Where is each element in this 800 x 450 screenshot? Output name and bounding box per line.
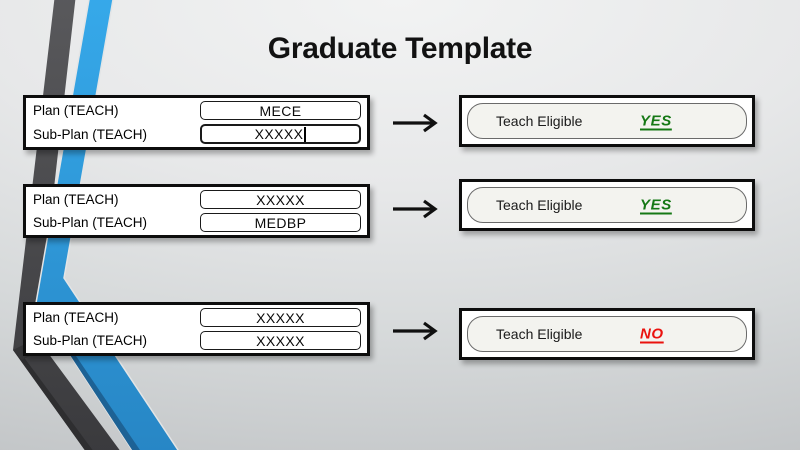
- subplan-label: Sub-Plan (TEACH): [33, 126, 148, 142]
- subplan-field-value: XXXXX: [254, 126, 304, 142]
- subplan-label: Sub-Plan (TEACH): [33, 215, 148, 230]
- gray-stripe-shadow-edge: [13, 350, 93, 450]
- page-title: Graduate Template: [267, 32, 533, 65]
- plan-field-input[interactable]: XXXXX: [200, 190, 361, 209]
- right-arrow-icon: [393, 199, 438, 219]
- plan-field-value: MECE: [259, 102, 302, 119]
- plan-label: Plan (TEACH): [33, 192, 119, 207]
- plan-row: Plan (TEACH) XXXXX: [33, 308, 361, 327]
- subplan-label: Sub-Plan (TEACH): [33, 333, 148, 348]
- plan-label: Plan (TEACH): [33, 310, 119, 325]
- subplan-field-input[interactable]: XXXXX: [200, 331, 361, 350]
- teach-eligible-value: YES: [640, 196, 672, 214]
- teach-eligible-value: NO: [640, 325, 664, 343]
- plan-form-panel-2: Plan (TEACH) XXXXX Sub-Plan (TEACH) MEDB…: [23, 184, 370, 238]
- subplan-field-value: XXXXX: [256, 332, 305, 349]
- plan-field-input[interactable]: MECE: [200, 101, 361, 120]
- right-arrow-icon: [393, 113, 438, 133]
- teach-eligible-pill: Teach Eligible YES: [467, 103, 747, 139]
- teach-eligible-box-3: Teach Eligible NO: [459, 308, 755, 360]
- teach-eligible-value: YES: [640, 112, 672, 130]
- plan-field-input[interactable]: XXXXX: [200, 308, 361, 327]
- subplan-field-input[interactable]: MEDBP: [200, 213, 361, 232]
- subplan-row: Sub-Plan (TEACH) MEDBP: [33, 213, 361, 232]
- text-caret: [304, 126, 307, 142]
- teach-eligible-pill: Teach Eligible YES: [467, 187, 747, 223]
- teach-eligible-label: Teach Eligible: [496, 113, 583, 129]
- plan-field-value: XXXXX: [256, 191, 305, 208]
- plan-field-value: XXXXX: [256, 309, 305, 326]
- teach-eligible-label: Teach Eligible: [496, 326, 583, 342]
- subplan-field-input[interactable]: XXXXX: [200, 124, 361, 144]
- teach-eligible-box-2: Teach Eligible YES: [459, 179, 755, 231]
- plan-form-panel-1: Plan (TEACH) MECE Sub-Plan (TEACH) XXXXX: [23, 95, 370, 150]
- plan-row: Plan (TEACH) XXXXX: [33, 190, 361, 209]
- plan-form-panel-3: Plan (TEACH) XXXXX Sub-Plan (TEACH) XXXX…: [23, 302, 370, 356]
- subplan-field-value: MEDBP: [254, 214, 307, 231]
- subplan-row: Sub-Plan (TEACH) XXXXX: [33, 124, 361, 144]
- teach-eligible-pill: Teach Eligible NO: [467, 316, 747, 352]
- teach-eligible-box-1: Teach Eligible YES: [459, 95, 755, 147]
- plan-label: Plan (TEACH): [33, 103, 119, 118]
- right-arrow-icon: [393, 321, 438, 341]
- plan-row: Plan (TEACH) MECE: [33, 101, 361, 120]
- subplan-row: Sub-Plan (TEACH) XXXXX: [33, 331, 361, 350]
- teach-eligible-label: Teach Eligible: [496, 197, 583, 213]
